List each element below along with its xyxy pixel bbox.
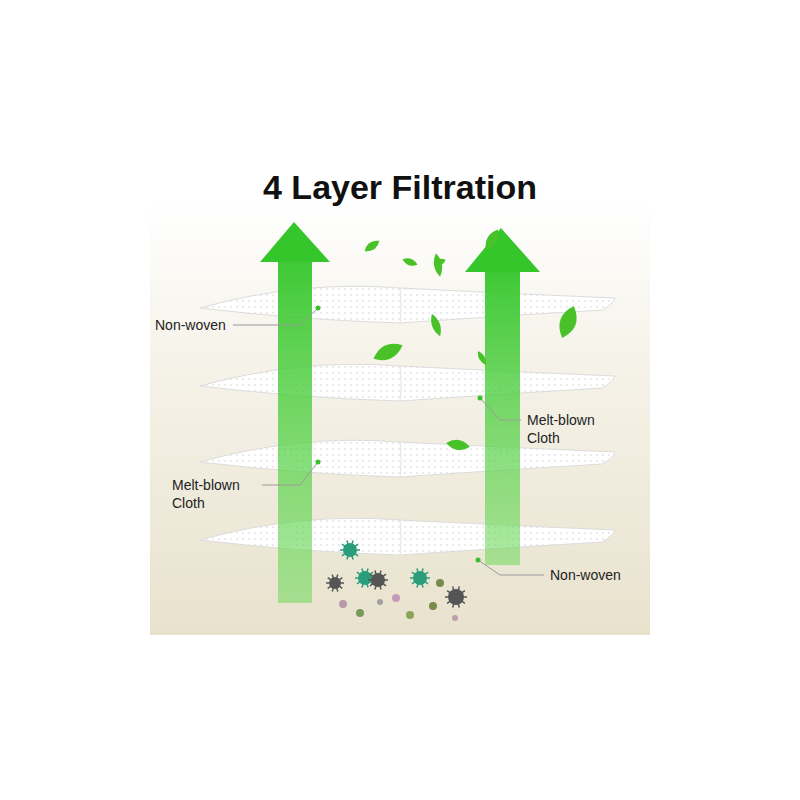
airflow-arrows xyxy=(260,222,540,603)
leaf xyxy=(428,312,444,337)
particle xyxy=(377,599,383,605)
particle xyxy=(452,615,458,621)
arrow-head xyxy=(260,222,330,262)
leader-line xyxy=(480,398,521,420)
leaf xyxy=(362,238,381,255)
background-panel xyxy=(150,200,650,635)
particle xyxy=(392,594,400,602)
layer-sheet xyxy=(200,286,615,323)
germ-body xyxy=(356,609,364,617)
particle xyxy=(445,587,467,608)
filter-layer xyxy=(200,364,615,401)
leaf xyxy=(555,303,582,340)
filter-layer xyxy=(200,518,615,555)
germ-body xyxy=(343,543,357,557)
leaf xyxy=(482,227,503,253)
leader-line xyxy=(262,462,318,485)
particle xyxy=(429,602,437,610)
leaf xyxy=(401,256,418,268)
particle xyxy=(339,600,347,608)
particle xyxy=(356,609,364,617)
germ-body xyxy=(436,579,444,587)
particle xyxy=(340,540,360,559)
title: 4 Layer Filtration xyxy=(0,168,800,207)
leaf xyxy=(475,350,488,367)
arrow-head xyxy=(465,228,540,272)
leader-line xyxy=(233,308,318,325)
layer-fold xyxy=(400,442,401,477)
layer-fold xyxy=(400,288,401,323)
arrow-shaft xyxy=(485,270,520,565)
leaf xyxy=(445,438,470,452)
germ-body xyxy=(413,571,427,585)
layer-fold xyxy=(400,520,401,555)
leaf xyxy=(433,257,446,267)
layer-fold xyxy=(400,366,401,401)
leader-dot xyxy=(316,306,321,311)
particles xyxy=(326,540,467,621)
layer-sheet xyxy=(200,364,615,401)
germ-body xyxy=(452,615,458,621)
particle xyxy=(368,570,388,589)
germ-body xyxy=(371,573,385,587)
leader-dots xyxy=(316,306,483,563)
particle xyxy=(436,579,444,587)
leader-line xyxy=(478,560,544,575)
germ-body xyxy=(448,589,464,605)
layer-label: Non-woven xyxy=(155,316,226,334)
filter-layers xyxy=(200,286,615,555)
arrow-shaft xyxy=(278,258,312,603)
particle xyxy=(406,611,414,619)
layer-label: Non-woven xyxy=(550,566,621,584)
leader-lines xyxy=(233,308,544,575)
germ-body xyxy=(429,602,437,610)
layer-label: Melt-blown Cloth xyxy=(172,476,260,512)
leader-dot xyxy=(316,460,321,465)
germ-body xyxy=(392,594,400,602)
germ-body xyxy=(406,611,414,619)
leader-dot xyxy=(478,396,483,401)
germ-body xyxy=(339,600,347,608)
particle xyxy=(410,568,430,587)
germ-body xyxy=(358,571,372,585)
leader-dot xyxy=(476,558,481,563)
particle xyxy=(326,574,344,591)
leaf xyxy=(371,339,406,365)
germ-body xyxy=(329,577,341,589)
layer-sheet xyxy=(200,518,615,555)
layer-label: Melt-blown Cloth xyxy=(527,411,615,447)
germ-body xyxy=(377,599,383,605)
filter-layer xyxy=(200,286,615,323)
